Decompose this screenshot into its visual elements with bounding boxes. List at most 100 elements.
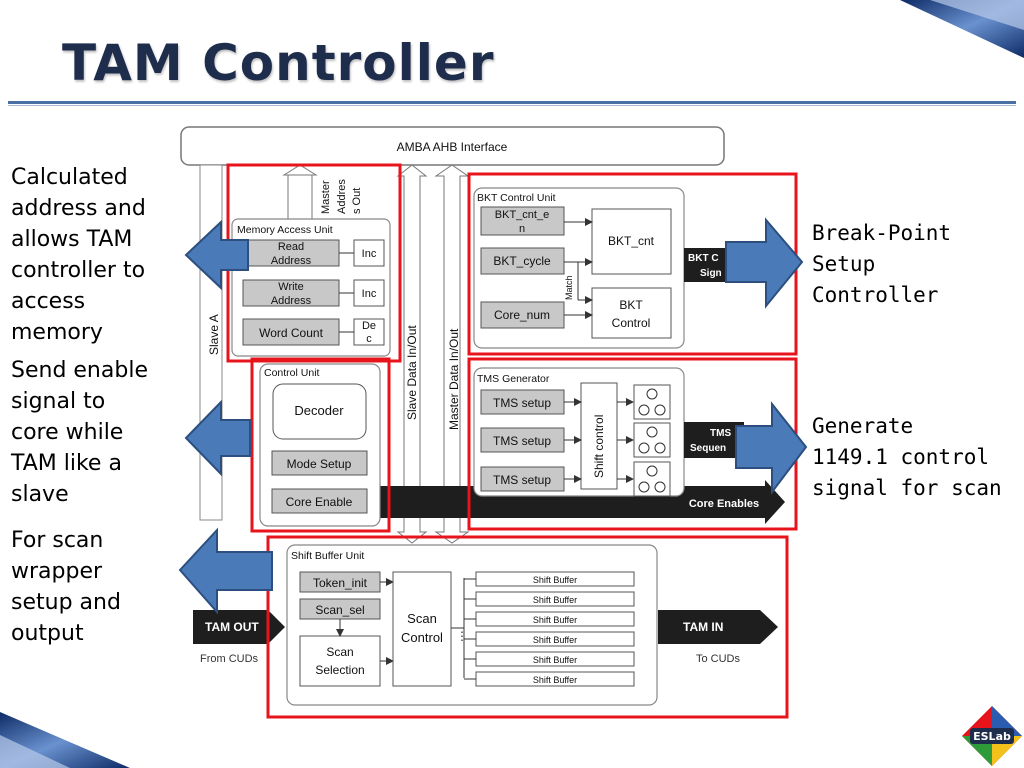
note-control-unit: Send enable signal to core while TAM lik… xyxy=(11,358,148,507)
callout-arrow-memory xyxy=(184,219,249,291)
master-data-bus-arrow xyxy=(434,164,470,544)
core-enable-box xyxy=(271,488,368,514)
tam-in-label: TAM IN xyxy=(683,620,723,634)
bkt-cnt-box xyxy=(591,208,672,275)
shift-buffer-label: Shift Buffer xyxy=(533,675,577,685)
note-tms-generator: Generate 1149.1 control signal for scan xyxy=(812,414,1002,500)
bkt-cnt-en-box xyxy=(480,206,565,236)
fsm-icon-1 xyxy=(633,384,671,420)
slave-data-label: Slave Data In/Out xyxy=(405,325,419,420)
tam-in-arrow xyxy=(658,610,778,644)
bkt-signal-label-1: BKT C xyxy=(688,253,719,264)
shift-buffer-label: Shift Buffer xyxy=(533,575,577,585)
tms-sequence-label-1: TMS xyxy=(710,428,731,439)
shift-buffer-label: Shift Buffer xyxy=(533,635,577,645)
bkt-control-unit-title: BKT Control Unit xyxy=(477,192,556,204)
inc-box-2 xyxy=(353,279,385,307)
control-unit-title: Control Unit xyxy=(264,367,320,379)
callout-arrow-scan xyxy=(178,527,273,615)
amba-ahb-interface-label: AMBA AHB Interface xyxy=(397,140,508,154)
dec-label-2: c xyxy=(366,333,372,345)
word-count-box xyxy=(242,318,340,346)
inc-label-2: Inc xyxy=(362,288,377,300)
inc-box-1 xyxy=(353,239,385,267)
write-address-box xyxy=(242,279,340,307)
core-enables-arrow-head xyxy=(765,480,785,524)
read-address-box xyxy=(242,239,340,267)
eslab-logo: ESLab xyxy=(962,706,1022,766)
fsm-icon-2 xyxy=(633,422,671,458)
bkt-control-label-2: Control xyxy=(612,316,651,330)
tms-setup-box-1 xyxy=(480,389,565,415)
title-underline xyxy=(8,101,1016,104)
scan-control-label-1: Scan xyxy=(407,611,437,626)
mode-setup-label: Mode Setup xyxy=(287,457,352,471)
scan-sel-label: Scan_sel xyxy=(315,603,364,617)
bottom-left-corner-light xyxy=(0,735,70,768)
scan-selection-box xyxy=(299,635,381,687)
shift-control-box xyxy=(580,382,618,490)
memory-access-unit-title: Memory Access Unit xyxy=(237,224,333,236)
scan-selection-label-1: Scan xyxy=(326,645,353,659)
tms-sequence-bus xyxy=(684,422,744,458)
dec-label-1: De xyxy=(362,320,376,332)
decoder-box xyxy=(272,383,367,440)
tms-setup-label-3: TMS setup xyxy=(493,473,551,487)
tms-setup-label-1: TMS setup xyxy=(493,396,551,410)
title-underline-light xyxy=(8,105,1016,106)
core-enables-label: Core Enables xyxy=(689,498,759,510)
note-memory-access: Calculated address and allows TAM contro… xyxy=(11,165,146,345)
inc-label-1: Inc xyxy=(362,248,377,260)
shift-buffer-label: Shift Buffer xyxy=(533,615,577,625)
eslab-logo-text: ESLab xyxy=(973,730,1011,743)
shift-buffer-label: Shift Buffer xyxy=(533,595,577,605)
word-count-label: Word Count xyxy=(259,326,323,340)
bkt-cnt-en-label-2: n xyxy=(519,223,525,235)
slide-title: TAM Controller xyxy=(62,34,495,92)
write-address-label-2: Address xyxy=(271,295,312,307)
scan-control-label-2: Control xyxy=(401,630,443,645)
dec-box xyxy=(353,318,385,346)
buffer-ellipsis: ⋮ xyxy=(456,629,468,643)
bkt-cycle-box xyxy=(480,247,565,275)
shift-buffer-unit-title: Shift Buffer Unit xyxy=(291,550,364,562)
core-enable-label: Core Enable xyxy=(286,495,353,509)
callout-arrow-bkt xyxy=(725,217,804,309)
callout-arrow-control xyxy=(184,399,251,477)
tms-generator-title: TMS Generator xyxy=(477,373,550,385)
write-address-label-1: Write xyxy=(278,281,303,293)
decoder-label: Decoder xyxy=(294,403,344,418)
read-address-label-1: Read xyxy=(278,241,304,253)
bkt-cnt-en-label-1: BKT_cnt_e xyxy=(495,209,549,221)
tms-sequence-label-2: Sequen xyxy=(690,443,726,454)
note-bkt-controller: Break-Point Setup Controller xyxy=(812,221,952,307)
master-data-label: Master Data In/Out xyxy=(447,328,461,430)
to-cuds-label: To CUDs xyxy=(696,653,741,665)
master-address-out-label-1: Master xyxy=(320,180,332,214)
master-address-out-label-2: Addres xyxy=(336,179,348,214)
highlight-control-unit xyxy=(250,357,391,533)
read-address-label-2: Address xyxy=(271,255,312,267)
bkt-control-label-1: BKT xyxy=(619,298,643,312)
tam-out-label: TAM OUT xyxy=(205,620,259,634)
bkt-signal-label-2: Sign xyxy=(700,268,722,279)
tam-out-arrow xyxy=(193,610,285,644)
bkt-cnt-label: BKT_cnt xyxy=(608,234,655,248)
slave-a-label: Slave A xyxy=(207,314,221,355)
master-address-out-label-3: s Out xyxy=(351,188,363,214)
shift-control-label: Shift control xyxy=(592,415,606,478)
bkt-control-box xyxy=(591,287,672,339)
tms-setup-label-2: TMS setup xyxy=(493,434,551,448)
token-init-label: Token_init xyxy=(313,576,368,590)
tms-setup-box-2 xyxy=(480,427,565,453)
master-address-out-bus xyxy=(287,174,313,221)
fsm-icon-3 xyxy=(633,461,671,497)
core-num-label: Core_num xyxy=(494,308,550,322)
note-scan-wrapper: For scan wrapper setup and output xyxy=(11,528,121,646)
highlight-shift-buffer-unit xyxy=(266,535,789,719)
top-right-corner-light xyxy=(930,0,1024,30)
tms-setup-box-3 xyxy=(480,466,565,492)
